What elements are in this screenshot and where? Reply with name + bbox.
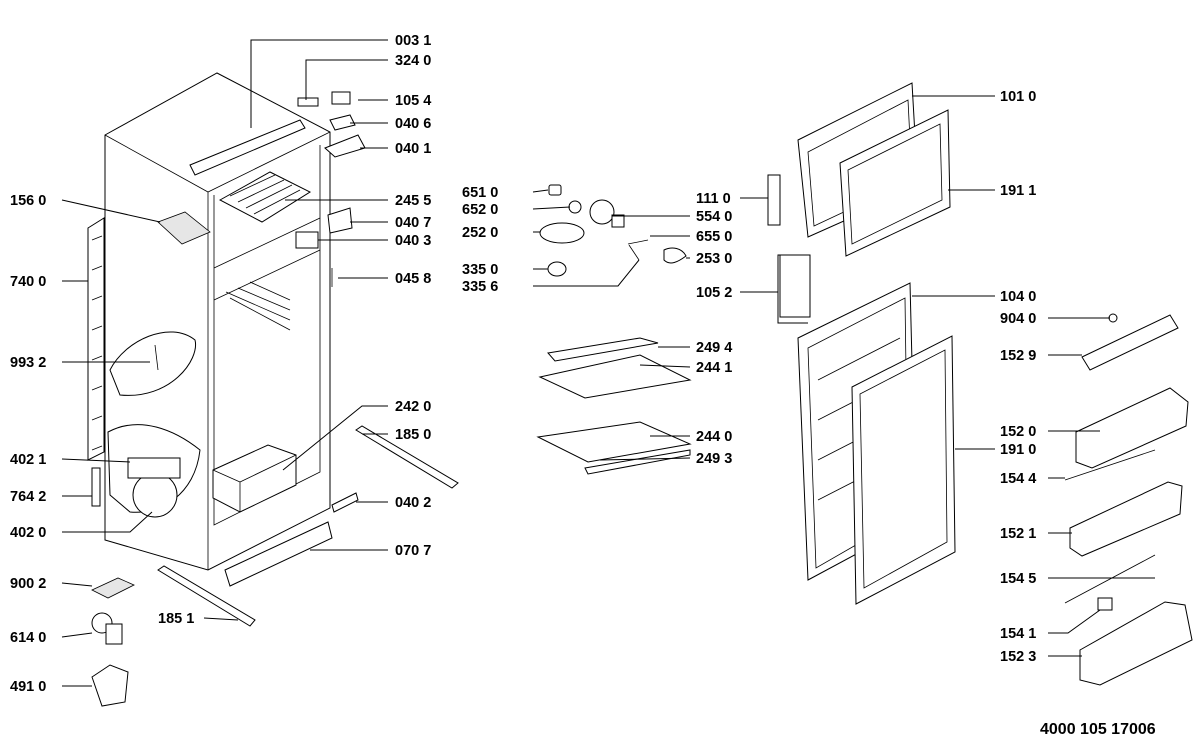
leader-lines [61, 39, 1155, 687]
document-number: 4000 105 17006 [1040, 721, 1156, 738]
label-185-1: 185 1 [158, 611, 194, 627]
label-740-0: 740 0 [10, 274, 46, 290]
small-part-bracket-c [327, 207, 353, 234]
label-249-3: 249 3 [696, 451, 732, 467]
top-hinge-bar [189, 119, 306, 176]
label-105-2: 105 2 [696, 285, 732, 301]
label-105-4: 105 4 [395, 93, 431, 109]
label-154-1: 154 1 [1000, 626, 1036, 642]
small-part-bracket-b [324, 134, 366, 158]
label-491-0: 491 0 [10, 679, 46, 695]
label-185-0: 185 0 [395, 427, 431, 443]
label-101-0: 101 0 [1000, 89, 1036, 105]
label-104-0: 104 0 [1000, 289, 1036, 305]
label-003-1: 003 1 [395, 33, 431, 49]
fridge-door [779, 254, 956, 605]
bottom-rail [157, 565, 256, 627]
bin-upper [1075, 387, 1189, 469]
label-111-0: 111 0 [696, 191, 731, 207]
freezer-door [767, 82, 951, 257]
label-651-0: 651 0 [462, 185, 498, 201]
kick-plate [224, 521, 333, 587]
label-402-0: 402 0 [10, 525, 46, 541]
thermostat-assembly [539, 184, 687, 277]
label-070-7: 070 7 [395, 543, 431, 559]
vegetable-crisper [212, 444, 297, 513]
label-154-5: 154 5 [1000, 571, 1036, 587]
label-324-0: 324 0 [395, 53, 431, 69]
label-402-1: 402 1 [10, 452, 46, 468]
label-242-0: 242 0 [395, 399, 431, 415]
label-152-1: 152 1 [1000, 526, 1036, 542]
label-335-6: 335 6 [462, 279, 498, 295]
relay-cover [91, 664, 129, 707]
small-part-top-cap [297, 97, 319, 107]
label-245-5: 245 5 [395, 193, 431, 209]
label-156-0: 156 0 [10, 193, 46, 209]
label-253-0: 253 0 [696, 251, 732, 267]
bin-butter-cover [1081, 314, 1179, 371]
top-rail [355, 425, 459, 489]
label-040-1: 040 1 [395, 141, 431, 157]
small-part-bracket-a [329, 114, 356, 131]
freezer-grid-shelf [218, 171, 312, 223]
label-152-9: 152 9 [1000, 348, 1036, 364]
bin-rail-lower [1064, 554, 1156, 611]
label-655-0: 655 0 [696, 229, 732, 245]
label-249-4: 249 4 [696, 340, 732, 356]
label-040-7: 040 7 [395, 215, 431, 231]
label-045-8: 045 8 [395, 271, 431, 287]
drain-tube [91, 467, 101, 507]
ice-tray [157, 211, 211, 245]
label-244-0: 244 0 [696, 429, 732, 445]
thermostat-bulb-detail [109, 331, 197, 396]
label-904-0: 904 0 [1000, 311, 1036, 327]
compressor-detail [107, 424, 201, 518]
label-244-1: 244 1 [696, 360, 732, 376]
label-252-0: 252 0 [462, 225, 498, 241]
label-993-2: 993 2 [10, 355, 46, 371]
hinge-plate [295, 231, 319, 249]
label-152-0: 152 0 [1000, 424, 1036, 440]
label-191-0: 191 0 [1000, 442, 1036, 458]
door-hinge-bracket [331, 492, 359, 513]
bin-lower [1079, 601, 1193, 686]
label-764-2: 764 2 [10, 489, 46, 505]
egg-tray-plug [1108, 313, 1118, 323]
part-labels: 003 1 324 0 105 4 040 6 040 1 156 0 245 … [10, 33, 1156, 738]
label-614-0: 614 0 [10, 630, 46, 646]
bin-rail-upper [1064, 449, 1156, 481]
label-335-0: 335 0 [462, 262, 498, 278]
lower-glass-shelf [536, 421, 692, 475]
label-191-1: 191 1 [1000, 183, 1036, 199]
label-040-6: 040 6 [395, 116, 431, 132]
label-652-0: 652 0 [462, 202, 498, 218]
label-554-0: 554 0 [696, 209, 732, 225]
bin-middle [1069, 481, 1183, 557]
condenser [87, 217, 105, 461]
label-040-3: 040 3 [395, 233, 431, 249]
relay-box [91, 577, 135, 599]
label-154-4: 154 4 [1000, 471, 1036, 487]
label-040-2: 040 2 [395, 495, 431, 511]
label-152-3: 152 3 [1000, 649, 1036, 665]
label-900-2: 900 2 [10, 576, 46, 592]
small-part-hinge-pin [331, 91, 351, 105]
overload-relay [91, 612, 123, 645]
